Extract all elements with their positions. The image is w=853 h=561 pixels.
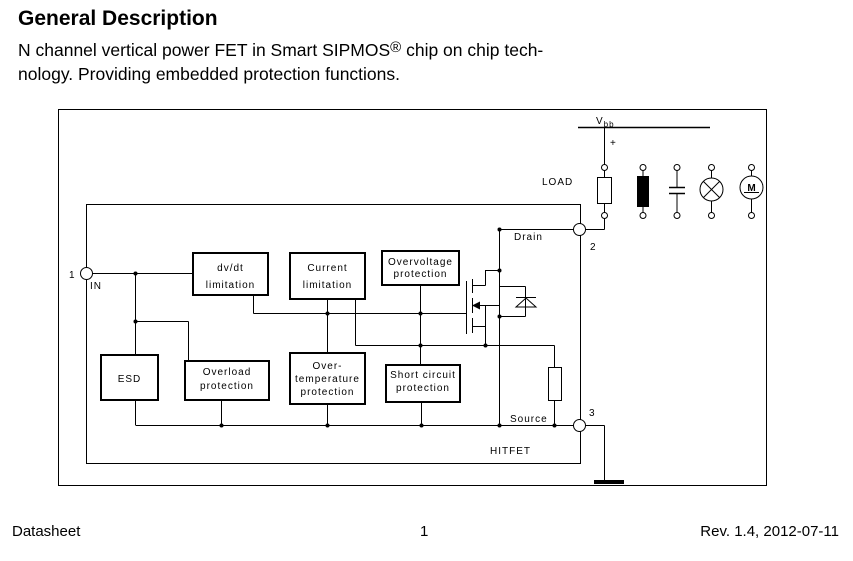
overtemp-label-3: protection — [301, 387, 355, 398]
overload-protection-block — [184, 360, 270, 401]
drain-label: Drain — [514, 232, 543, 243]
current-label-1: Current — [307, 263, 347, 274]
footer-doc-type: Datasheet — [12, 523, 81, 540]
in-label: IN — [90, 281, 102, 292]
footer-page-number: 1 — [420, 523, 429, 540]
footer-revision: Rev. 1.4, 2012-07-11 — [700, 523, 839, 540]
overvoltage-label-1: Overvoltage — [388, 257, 453, 268]
motor-label: M — [747, 183, 755, 194]
desc-line2: nology. Providing embedded protection fu… — [18, 64, 401, 84]
mosfet-gate-arrow — [472, 301, 480, 310]
pin1-label: 1 — [69, 270, 76, 281]
current-limitation-block — [289, 252, 366, 300]
overtemp-label-2: temperature — [295, 374, 360, 385]
pin-drain-terminal — [573, 223, 586, 236]
overvoltage-protection-block — [381, 250, 460, 286]
body-diode-triangle — [514, 297, 538, 308]
hitfet-label: HITFET — [490, 446, 531, 457]
ground-bar — [594, 480, 624, 484]
short-circuit-label-1: Short circuit — [390, 370, 456, 381]
dvdt-limitation-block — [192, 252, 269, 296]
general-description-text: N channel vertical power FET in Smart SI… — [18, 38, 658, 86]
short-circuit-protection-block — [385, 364, 461, 403]
load-resistor — [597, 177, 612, 204]
inductor-symbol — [637, 176, 649, 207]
plus-label: + — [610, 138, 617, 149]
esd-label: ESD — [118, 374, 142, 385]
registered-mark: ® — [390, 39, 402, 56]
esd-block — [100, 354, 159, 401]
desc-part2: chip on chip tech- — [401, 40, 544, 60]
dvdt-label-1: dv/dt — [217, 263, 244, 274]
hitfet-chip-box — [86, 204, 581, 464]
short-circuit-label-2: protection — [396, 383, 450, 394]
pin-source-terminal — [573, 419, 586, 432]
overvoltage-label-2: protection — [394, 269, 448, 280]
desc-part1: N channel vertical power FET in Smart SI… — [18, 40, 391, 60]
sense-resistor — [548, 367, 562, 401]
diagram-outer-frame — [58, 109, 767, 486]
pin2-label: 2 — [590, 242, 597, 253]
pin-in-terminal — [80, 267, 93, 280]
overtemp-label-1: Over- — [313, 361, 343, 372]
overload-label-2: protection — [200, 381, 254, 392]
pin3-label: 3 — [589, 408, 596, 419]
section-heading: General Description — [18, 7, 218, 30]
dvdt-label-2: limitation — [206, 280, 255, 291]
vbb-label: Vbb — [596, 116, 615, 129]
current-label-2: limitation — [303, 280, 352, 291]
load-label: LOAD — [542, 177, 573, 188]
overtemperature-protection-block — [289, 352, 366, 405]
source-label: Source — [510, 414, 548, 425]
overload-label-1: Overload — [203, 367, 252, 378]
